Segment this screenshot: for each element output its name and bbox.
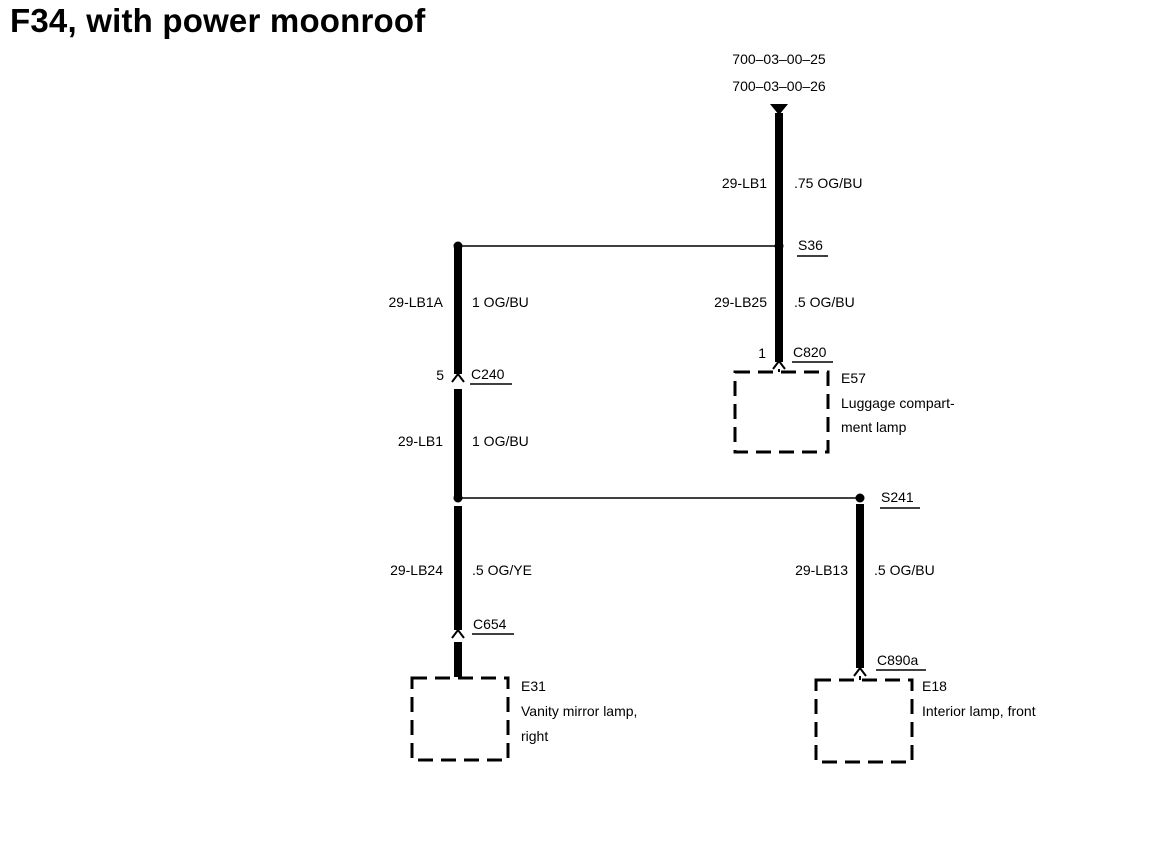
connector-c890a-label: C890a xyxy=(877,652,918,668)
connector-c820-pin: 1 xyxy=(758,345,766,361)
connector-c654-icon xyxy=(451,628,465,639)
component-e18-desc-1: Interior lamp, front xyxy=(922,703,1036,719)
component-e57-id: E57 xyxy=(841,370,866,386)
wire-left-mid-circuit: 29-LB1 xyxy=(398,433,443,449)
wire-left-mid-spec: 1 OG/BU xyxy=(472,433,529,449)
wire-top-circuit: 29-LB1 xyxy=(722,175,767,191)
source-ref-1: 700–03–00–25 xyxy=(732,51,826,67)
component-e57-box xyxy=(733,370,830,454)
connector-c240-label: C240 xyxy=(471,366,505,382)
splice-s36-label: S36 xyxy=(798,237,823,253)
component-e31-id: E31 xyxy=(521,678,546,694)
component-e31-desc-1: Vanity mirror lamp, xyxy=(521,703,637,719)
ground-arrow-icon xyxy=(770,104,788,115)
wire-left-up-circuit: 29-LB1A xyxy=(389,294,444,310)
page-title: F34, with power moonroof xyxy=(10,2,426,39)
connector-c820-icon xyxy=(772,359,786,370)
connector-c240-icon xyxy=(451,372,465,383)
component-e31-desc-2: right xyxy=(521,728,548,744)
connector-c654-label: C654 xyxy=(473,616,507,632)
splice-s241-label: S241 xyxy=(881,489,914,505)
wire-left-up-spec: 1 OG/BU xyxy=(472,294,529,310)
source-ref-2: 700–03–00–26 xyxy=(732,78,826,94)
wire-right-low-spec: .5 OG/BU xyxy=(874,562,935,578)
wire-top-spec: .75 OG/BU xyxy=(794,175,862,191)
component-e31-box xyxy=(410,676,510,762)
connector-c890a-icon xyxy=(853,666,867,677)
component-e57-desc-1: Luggage compart- xyxy=(841,395,955,411)
component-e18-box xyxy=(814,678,914,764)
connector-c240-pin: 5 xyxy=(436,367,444,383)
wire-right-mid-spec: .5 OG/BU xyxy=(794,294,855,310)
component-e18-id: E18 xyxy=(922,678,947,694)
component-e57-desc-2: ment lamp xyxy=(841,419,907,435)
wire-left-low-circuit: 29-LB24 xyxy=(390,562,443,578)
wire-right-mid-circuit: 29-LB25 xyxy=(714,294,767,310)
splice-dot-left-bottom xyxy=(453,493,463,503)
wire-right-low-circuit: 29-LB13 xyxy=(795,562,848,578)
wire-left-low-spec: .5 OG/YE xyxy=(472,562,532,578)
splice-dot-s241 xyxy=(855,493,865,503)
connector-c820-label: C820 xyxy=(793,344,827,360)
